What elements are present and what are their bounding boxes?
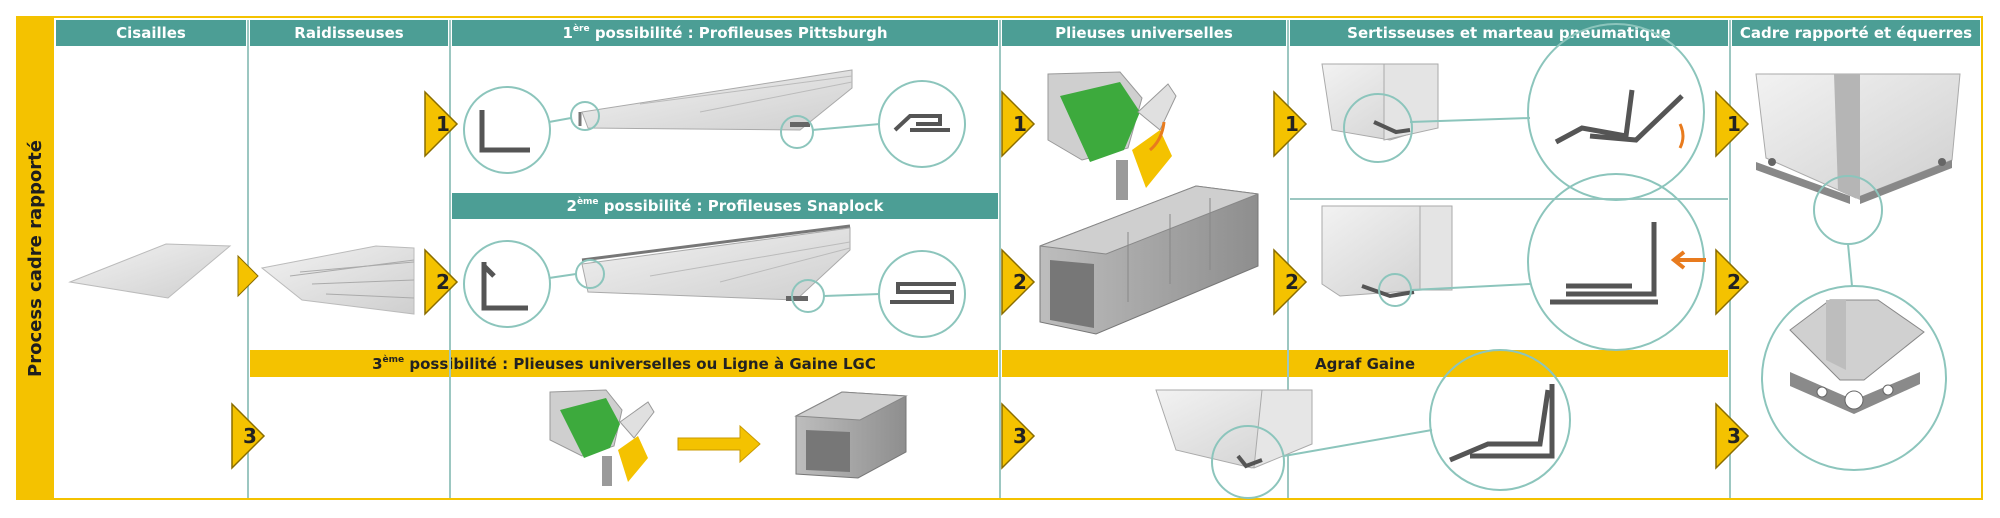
- step-number: 1: [1285, 112, 1299, 136]
- snaplock-seam: [890, 282, 956, 304]
- header-cisailles: Cisailles: [56, 20, 246, 46]
- step-number: 3: [1013, 424, 1027, 448]
- snaplock-sheet: [581, 224, 851, 301]
- divider: [1290, 198, 1728, 200]
- agraf-detail: [1449, 384, 1555, 463]
- arrow-icon: [1670, 250, 1706, 270]
- corner-bracket-detail: [1789, 299, 1925, 414]
- detail-circles-agraf: [1211, 349, 1571, 499]
- step-markers: 1 1 1 1 2 2 2 2 3 3 3: [231, 90, 1750, 470]
- plieuses-band-num: 3: [372, 354, 383, 373]
- seam-closeup-2: [1321, 205, 1453, 299]
- divider: [999, 20, 1001, 498]
- detail-circles-sertisseuse-1: [1343, 23, 1705, 201]
- step-number: 2: [436, 270, 450, 294]
- pittsburgh-sheet: [578, 69, 853, 131]
- header-cisailles-label: Cisailles: [116, 24, 186, 42]
- snaplock-num: 2: [566, 197, 577, 215]
- frame-corner: [1755, 73, 1961, 204]
- header-cadre: Cadre rapporté et équerres: [1732, 20, 1980, 46]
- header-raidisseuses-label: Raidisseuses: [294, 24, 404, 42]
- detail-circles-pittsburgh: [463, 80, 966, 174]
- step-number: 1: [1013, 112, 1027, 136]
- header-plieuses-label: Plieuses universelles: [1055, 24, 1233, 42]
- step-number: 2: [1285, 270, 1299, 294]
- step-marker-three: 3: [231, 402, 266, 470]
- folding-machine-small: [549, 389, 655, 486]
- snaplock-profile: [481, 262, 528, 311]
- l-profile: [479, 110, 530, 153]
- step-number: 1: [436, 112, 450, 136]
- agraf-band-label: Agraf Gaine: [1314, 354, 1416, 373]
- step-marker-three: 3: [1001, 402, 1036, 470]
- stiffened-sheet: [260, 245, 415, 315]
- divider: [449, 20, 451, 498]
- process-sidebar: Process cadre rapporté: [16, 16, 54, 500]
- step-number: 1: [1727, 112, 1741, 136]
- header-cadre-label: Cadre rapporté et équerres: [1739, 24, 1973, 42]
- plieuses-band-sup: ème: [382, 354, 405, 365]
- divider: [247, 20, 249, 498]
- seam-detail-2: [1550, 222, 1658, 305]
- header-pittsburgh-label: possibilité : Profileuses Pittsburgh: [589, 24, 888, 42]
- step-marker-two: 2: [1273, 248, 1308, 316]
- arrow-icon: [1678, 123, 1685, 149]
- header-raidisseuses: Raidisseuses: [250, 20, 448, 46]
- divider: [1729, 20, 1731, 498]
- step-marker-one: 1: [1715, 90, 1750, 158]
- folding-machine: [1047, 71, 1177, 200]
- step-marker-two: 2: [1001, 248, 1036, 316]
- duct: [1039, 185, 1259, 335]
- detail-circles-cadre: [1761, 175, 1947, 471]
- step-marker-two: 2: [1715, 248, 1750, 316]
- duct-small: [794, 391, 908, 479]
- flow-arrow-icon: [237, 254, 259, 298]
- step-number: 3: [243, 424, 257, 448]
- header-plieuses: Plieuses universelles: [1002, 20, 1286, 46]
- snaplock-label: possibilité : Profileuses Snaplock: [598, 197, 884, 215]
- step-number: 2: [1013, 270, 1027, 294]
- step-number: 3: [1727, 424, 1741, 448]
- arrow-icon: [677, 424, 761, 464]
- band-agraf-gaine: Agraf Gaine: [1002, 350, 1728, 377]
- step-marker-one: 1: [424, 90, 459, 158]
- seam-detail-1: [1554, 89, 1684, 145]
- plieuses-band-label: possibilité : Plieuses universelles ou L…: [404, 354, 876, 373]
- snaplock-sup: ème: [576, 197, 599, 207]
- detail-circles-snaplock: [463, 240, 966, 338]
- step-marker-one: 1: [1273, 90, 1308, 158]
- flat-sheet: [68, 243, 232, 299]
- step-marker-three: 3: [1715, 402, 1750, 470]
- header-pittsburgh-num: 1: [562, 24, 573, 42]
- divider: [1287, 20, 1289, 498]
- step-number: 2: [1727, 270, 1741, 294]
- step-marker-two: 2: [424, 248, 459, 316]
- step-marker-one: 1: [1001, 90, 1036, 158]
- header-pittsburgh-sup: ère: [572, 24, 590, 34]
- seam-closeup-1: [1321, 63, 1439, 141]
- pittsburgh-seam: [893, 114, 950, 132]
